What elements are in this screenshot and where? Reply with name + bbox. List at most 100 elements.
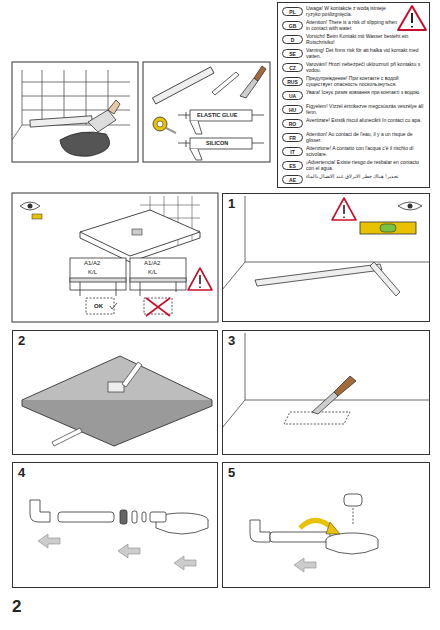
- language-code-text: IT: [283, 148, 302, 156]
- spirit-level: [30, 116, 92, 127]
- dimension-label: A1/A2: [144, 260, 160, 267]
- language-code: UA: [282, 91, 303, 100]
- tape-measure: [153, 117, 167, 131]
- detail-inset: [130, 258, 186, 290]
- tray-edge: [22, 400, 212, 446]
- language-code-text: CZ: [283, 64, 302, 72]
- eye-icon: [20, 202, 42, 219]
- eye-icon: [398, 202, 422, 210]
- assembled-drain: [250, 494, 378, 554]
- step-panel: 5: [222, 462, 430, 588]
- warning-text: Avertizare! Există riscul alunecării în …: [306, 118, 426, 124]
- warning-text: Предупреждение! При контакте с водой сущ…: [306, 76, 426, 88]
- warning-text: Увага! Існує ризик ковзання при контакті…: [306, 90, 426, 96]
- language-code: RO: [282, 119, 303, 128]
- rotate-arrow-head: [326, 522, 340, 534]
- detail-inset: [70, 258, 126, 290]
- language-code: FR: [282, 133, 303, 142]
- language-code: D: [282, 35, 303, 44]
- step-panel: 2: [12, 330, 218, 455]
- language-code: RUS: [282, 77, 303, 86]
- trowel: [88, 110, 116, 132]
- direction-arrows: [38, 534, 196, 570]
- drain: [132, 229, 142, 235]
- tray-section: [70, 278, 186, 282]
- ok-box: [86, 298, 114, 314]
- step-panel: 4: [12, 462, 218, 588]
- glue-blob: [60, 132, 110, 156]
- language-code: HU: [282, 105, 303, 114]
- language-code: ES: [282, 161, 303, 170]
- warning-triangle: [332, 198, 356, 220]
- check-mark: [110, 303, 117, 309]
- language-code-text: PL: [283, 8, 302, 16]
- caulk-gun: [178, 110, 264, 134]
- step-panel: 3: [222, 330, 430, 455]
- support-legs: [80, 282, 176, 296]
- product-label: SILICON: [206, 140, 228, 147]
- warning-text: ¡Advertencia! Existe riesgo de resbalar …: [306, 160, 426, 172]
- caulk-gun: [178, 138, 264, 160]
- spirit-level: [255, 264, 382, 286]
- room-corner: [222, 196, 430, 290]
- product-label: ELASTIC GLUE: [197, 112, 237, 119]
- language-code: GB: [282, 21, 303, 30]
- pencil: [52, 428, 82, 446]
- language-code: PL: [282, 7, 303, 16]
- warning-text: تحذير! هناك خطر الانزلاق عند الاتصال بال…: [306, 174, 426, 180]
- warning-text: Vorsicht! Beim Kontakt mit Wasser besteh…: [306, 34, 426, 46]
- language-code-text: AE: [283, 176, 302, 184]
- warning-text: Figyelem! Vízzel érintkezve megcsúszás v…: [306, 104, 426, 116]
- dimension-label: K/L: [88, 269, 97, 276]
- spirit-level: [370, 262, 400, 296]
- wall-tiles: [12, 70, 130, 140]
- language-code-text: RO: [283, 120, 302, 128]
- panel-frame: [12, 193, 218, 322]
- drain-parts: [30, 500, 208, 534]
- warning-triangle: [188, 268, 212, 290]
- language-code-text: UA: [283, 92, 302, 100]
- step-number: 2: [18, 333, 25, 348]
- step-number: 5: [228, 465, 235, 480]
- chisel-handle: [334, 376, 356, 396]
- warning-text: Attenzione! A contatto con l'acqua c'è i…: [306, 146, 426, 158]
- language-code: AE: [282, 175, 303, 184]
- step-number: 4: [18, 465, 25, 480]
- panel-frame: [143, 62, 270, 162]
- language-code: CZ: [282, 63, 303, 72]
- warning-text: Attention! Au contact de l'eau, il y a u…: [306, 132, 426, 144]
- warning-text: Varning! Det finns risk för att halka vi…: [306, 48, 426, 60]
- language-code-text: SE: [283, 50, 302, 58]
- language-code-text: D: [283, 36, 302, 44]
- ok-label: OK: [94, 303, 103, 310]
- language-code-text: RUS: [283, 78, 302, 86]
- warning-triangle: [398, 6, 426, 30]
- direction-arrow: [294, 558, 316, 572]
- step-number: 3: [228, 333, 235, 348]
- drain: [108, 382, 124, 392]
- spirit-level: [152, 67, 214, 104]
- panel-frame: [12, 62, 138, 162]
- room-corner: [222, 333, 430, 428]
- warning-panel: Uwaga! W kontakcie z wodą istnieje ryzyk…: [277, 2, 430, 188]
- language-code: IT: [282, 147, 303, 156]
- language-code-text: FR: [283, 134, 302, 142]
- step-number: 1: [228, 196, 235, 211]
- pencil: [122, 362, 142, 387]
- trowel-handle: [108, 100, 120, 114]
- tray-edge: [80, 232, 200, 262]
- level-vial: [360, 222, 416, 234]
- language-code-text: HU: [283, 106, 302, 114]
- red-cross: [146, 298, 170, 316]
- shower-tray: [80, 210, 200, 256]
- language-code-text: ES: [283, 162, 302, 170]
- step-panel: 1: [222, 193, 430, 322]
- pencil: [212, 72, 239, 95]
- language-code-text: GB: [283, 22, 302, 30]
- level-bubble: [380, 224, 396, 232]
- chisel: [312, 392, 338, 414]
- dimension-label: A1/A2: [84, 260, 100, 267]
- language-code: SE: [282, 49, 303, 58]
- dimension-label: K/L: [148, 269, 157, 276]
